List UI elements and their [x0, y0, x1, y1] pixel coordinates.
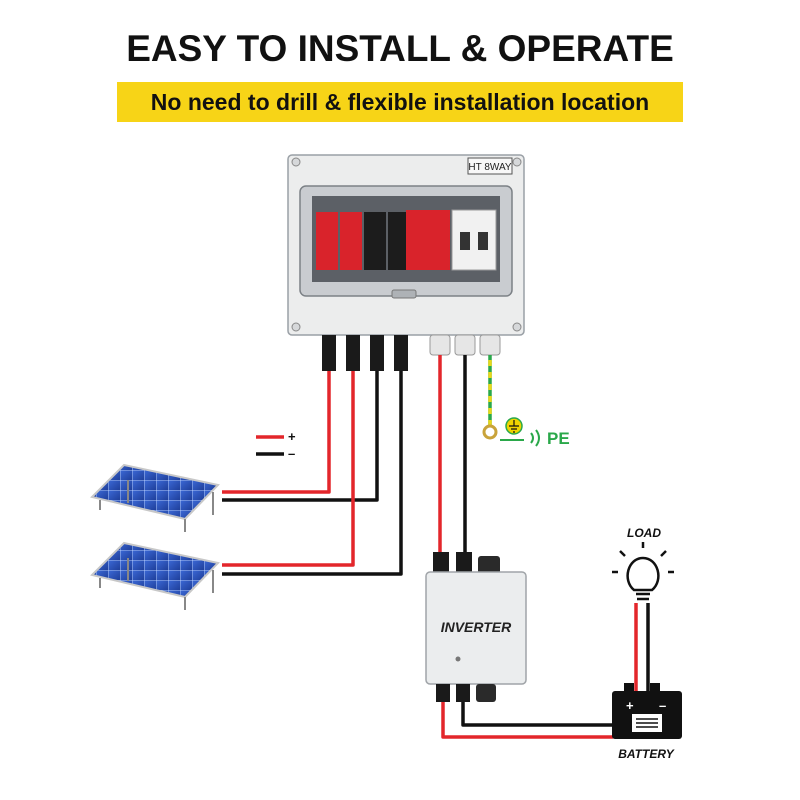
breaker-module-red: [406, 210, 450, 270]
inverter-connector: [433, 552, 449, 574]
wire-battery-negative: [461, 700, 613, 727]
surge-module-red: [340, 212, 362, 270]
load: LOAD: [612, 526, 674, 601]
wires: [222, 355, 650, 739]
breaker-module-white: [451, 209, 497, 271]
status-led: [455, 656, 461, 662]
battery-plus-icon: +: [626, 698, 634, 713]
inverter-port: [476, 684, 496, 702]
legend-negative-label: –: [288, 446, 295, 461]
inverter-ac-port: [478, 556, 500, 574]
wire-panel2-positive: [222, 371, 355, 567]
load-label: LOAD: [627, 526, 661, 540]
mc4-connector: [346, 335, 360, 371]
page-title: EASY TO INSTALL & OPERATE: [126, 28, 674, 69]
screw-icon: [291, 157, 301, 167]
mc4-connector: [370, 335, 384, 371]
inverter-connector: [456, 552, 472, 574]
surge-module-black: [364, 212, 386, 270]
model-label: HT 8WAY: [468, 162, 511, 173]
battery-label: BATTERY: [618, 747, 675, 761]
breaker-switch: [460, 232, 470, 250]
light-bulb-icon: [612, 542, 674, 601]
ring-terminal: [482, 424, 498, 440]
model-label-plate: [467, 157, 513, 175]
pe-label: PE: [547, 429, 570, 448]
inverter-connector: [456, 684, 470, 702]
cover-latch: [391, 289, 417, 299]
wire-panel1-negative: [222, 371, 379, 502]
combiner-box: HT 8WAY: [287, 154, 525, 371]
surge-module-black: [388, 212, 410, 270]
ground-symbol: PE: [500, 417, 570, 448]
screw-icon: [291, 322, 301, 332]
battery: + – BATTERY: [612, 683, 682, 761]
mc4-connector: [322, 335, 336, 371]
surge-module-red: [316, 212, 338, 270]
signal-icon: [530, 429, 540, 447]
subtitle-banner: No need to drill & flexible installation…: [117, 82, 683, 122]
solar-panel-2: [90, 541, 220, 610]
wire-legend: + –: [256, 429, 296, 461]
solar-panel-1: [90, 463, 220, 532]
breaker-switch: [478, 232, 488, 250]
inverter-connector: [436, 684, 450, 702]
inverter: INVERTER: [425, 552, 527, 702]
cable-gland: [454, 334, 476, 356]
screw-icon: [512, 322, 522, 332]
mc4-connector: [394, 335, 408, 371]
wire-panel2-negative: [222, 371, 403, 576]
wire-battery-positive: [441, 700, 613, 739]
cable-gland: [479, 334, 501, 356]
subtitle-text: No need to drill & flexible installation…: [150, 88, 650, 115]
legend-positive-label: +: [288, 429, 296, 444]
cable-gland: [429, 334, 451, 356]
screw-icon: [512, 157, 522, 167]
inverter-label: INVERTER: [441, 619, 512, 635]
battery-minus-icon: –: [659, 698, 666, 713]
wire-panel1-positive: [222, 371, 331, 494]
